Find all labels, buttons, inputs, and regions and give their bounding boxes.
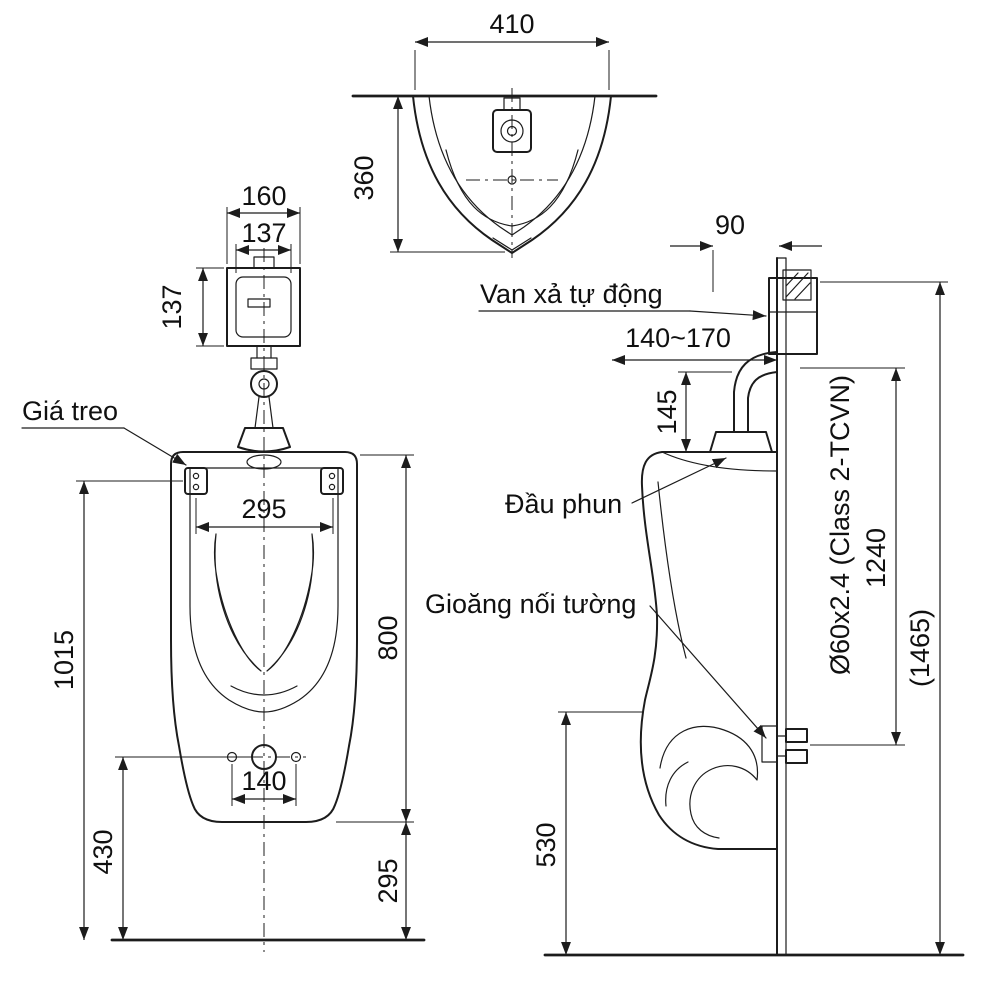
dim-outlet-height: 530 [531,711,644,955]
dim-valve-offset: 90 [670,210,822,292]
dim-410-text: 410 [489,9,534,39]
dim-360-text: 360 [349,155,379,200]
pipe-spec-text: Ø60x2.4 (Class 2-TCVN) [825,375,855,675]
dim-140-text: 140 [241,766,286,796]
dim-530-text: 530 [531,822,561,867]
dim-1015-text: 1015 [49,630,79,690]
dim-140-170-text: 140~170 [625,323,731,353]
van-xa-text: Van xả tự động [480,279,663,309]
gioang-text: Gioăng nối tường [425,589,636,619]
gia-treo-text: Giá treo [22,396,118,426]
urinal-body-front [170,451,358,823]
dim-top-width: 410 [414,9,610,90]
dim-valve-height: 137 [157,267,224,347]
dim-overall-height: (1465) [820,281,948,955]
dim-inlet-range: 140~170 [612,323,777,366]
dim-90-text: 90 [715,210,745,240]
top-view: 410 360 [349,9,658,258]
dim-valve-outer-width: 160 [226,181,301,264]
dim-145-text: 145 [652,389,682,434]
dim-295-rim-text: 295 [241,494,286,524]
dim-1240-text: 1240 [861,528,891,588]
dau-phun-text: Đầu phun [505,489,622,519]
dim-137h-text: 137 [241,218,286,248]
label-gioang: Gioăng nối tường [425,589,767,739]
dim-295-base-text: 295 [373,858,403,903]
mounting-bracket-left [184,467,208,495]
dim-drain-height: 430 [88,756,250,940]
dim-430-text: 430 [88,829,118,874]
front-view: 160 137 137 [21,181,426,952]
side-view: 90 Van xả tự động 140~170 145 [425,210,965,957]
label-dau-phun: Đầu phun [505,457,727,519]
dim-rim-width: 295 [195,494,334,534]
label-van-xa: Van xả tự động [478,279,767,321]
dim-1465-text: (1465) [905,609,935,687]
label-gia-treo: Giá treo [21,396,187,466]
dim-160-text: 160 [241,181,286,211]
dim-drain-spacing: 140 [231,764,297,806]
flush-valve-side [768,269,818,355]
dim-base-height: 295 [373,822,412,940]
dim-inlet-height: 1240 [800,367,905,746]
dim-body-height: 800 [336,454,414,823]
dim-mount-height: 1015 [49,480,183,940]
dim-valve-inner-width: 137 [235,218,292,273]
dim-137v-text: 137 [157,284,187,329]
wall-section [776,257,787,956]
dim-800-text: 800 [373,615,403,660]
wall-gasket-fitting [761,725,808,764]
dim-top-depth: 360 [349,96,505,253]
mounting-bracket-right [320,467,344,495]
flush-valve-front [226,256,301,347]
